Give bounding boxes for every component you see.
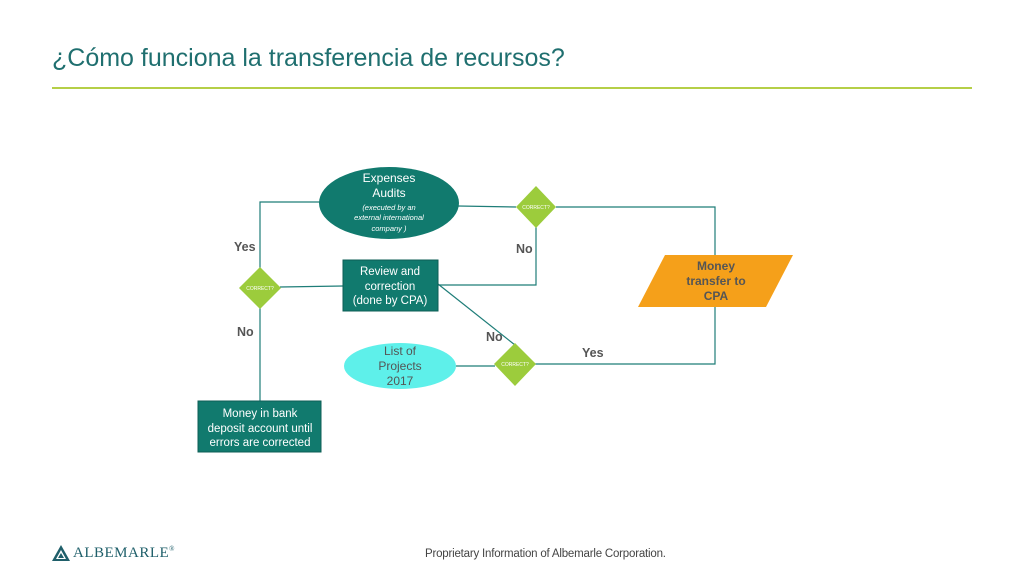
money-line3: CPA (704, 289, 729, 303)
decision-left: CORRECT? (239, 267, 281, 309)
edge-review-to-bottom-decision (437, 283, 516, 346)
bank-line1: Money in bank (223, 408, 298, 420)
bank-line3: errors are corrected (210, 437, 311, 449)
expenses-line3: (executed by an (362, 203, 415, 212)
list-of-projects-node: List of Projects 2017 (344, 343, 456, 389)
list-line2: Projects (378, 359, 421, 373)
expenses-line2: Audits (372, 186, 405, 200)
page-title: ¿Cómo funciona la transferencia de recur… (52, 44, 565, 72)
decision-top-label: CORRECT? (522, 205, 550, 211)
expenses-line4: external international (354, 213, 424, 222)
albemarle-logo: ALBEMARLE® (52, 543, 175, 563)
edge-top-decision-no-to-review (438, 227, 537, 286)
list-line1: List of (384, 344, 417, 358)
money-line1: Money (697, 259, 735, 273)
edge-left-to-expenses (259, 201, 320, 268)
edge-bottom-decision-to-money (535, 307, 716, 365)
logo-registered-mark: ® (169, 544, 175, 553)
albemarle-logo-icon (52, 545, 70, 561)
edge-expenses-to-top-decision (457, 205, 517, 208)
edge-label-yes-left: Yes (234, 240, 256, 254)
review-correction-node: Review and correction (done by CPA) (342, 259, 439, 312)
edge-label-no-top: No (516, 242, 533, 256)
edge-top-decision-to-money (556, 206, 716, 255)
decision-left-label: CORRECT? (246, 286, 274, 292)
albemarle-logo-text: ALBEMARLE® (73, 545, 175, 562)
title-divider (52, 87, 972, 89)
edge-review-to-left-decision (279, 285, 344, 288)
edge-label-yes-right: Yes (582, 346, 604, 360)
money-transfer-node: Money transfer to CPA (638, 255, 793, 307)
footer-text: Proprietary Information of Albemarle Cor… (425, 548, 666, 560)
decision-bottom: CORRECT? (494, 343, 536, 386)
edge-label-no-left: No (237, 325, 254, 339)
review-line2: correction (365, 281, 416, 293)
expenses-audits-node: Expenses Audits (executed by an external… (319, 167, 459, 239)
expenses-line1: Expenses (363, 171, 416, 185)
logo-wordmark: ALBEMARLE (73, 544, 170, 561)
edge-label-no-middle: No (486, 330, 503, 344)
list-line3: 2017 (387, 374, 414, 388)
expenses-line5: company ) (371, 224, 407, 233)
decision-bottom-label: CORRECT? (501, 362, 529, 368)
review-line1: Review and (360, 266, 420, 278)
connectors (259, 201, 716, 401)
bank-line2: deposit account until (208, 423, 313, 435)
money-line2: transfer to (686, 274, 745, 288)
money-in-bank-node: Money in bank deposit account until erro… (197, 400, 322, 453)
decision-top: CORRECT? (516, 186, 556, 228)
review-line3: (done by CPA) (353, 295, 428, 307)
